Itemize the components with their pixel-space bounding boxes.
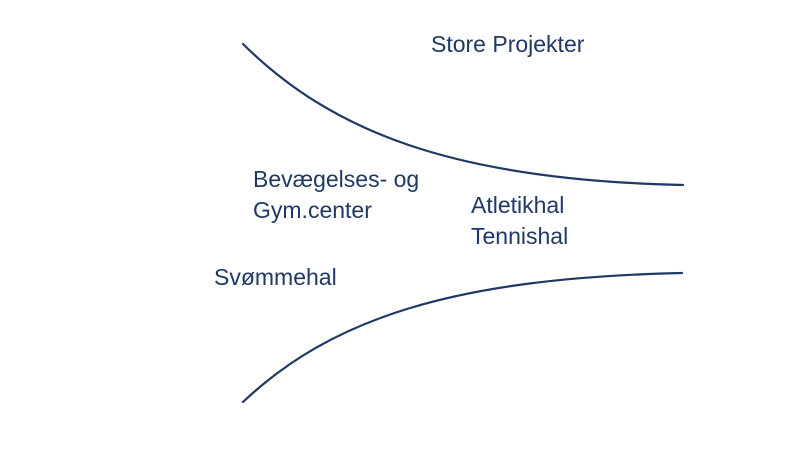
- label-store-projekter: Store Projekter: [431, 31, 585, 57]
- label-atletikhal-tennishal: Atletikhal Tennishal: [471, 192, 569, 249]
- funnel-bottom-curve: [241, 271, 684, 404]
- label-svommehal: Svømmehal: [214, 264, 337, 290]
- label-bevaegelses-gym-center: Bevægelses- og Gym.center: [253, 166, 420, 223]
- funnel-top-curve: [241, 42, 685, 187]
